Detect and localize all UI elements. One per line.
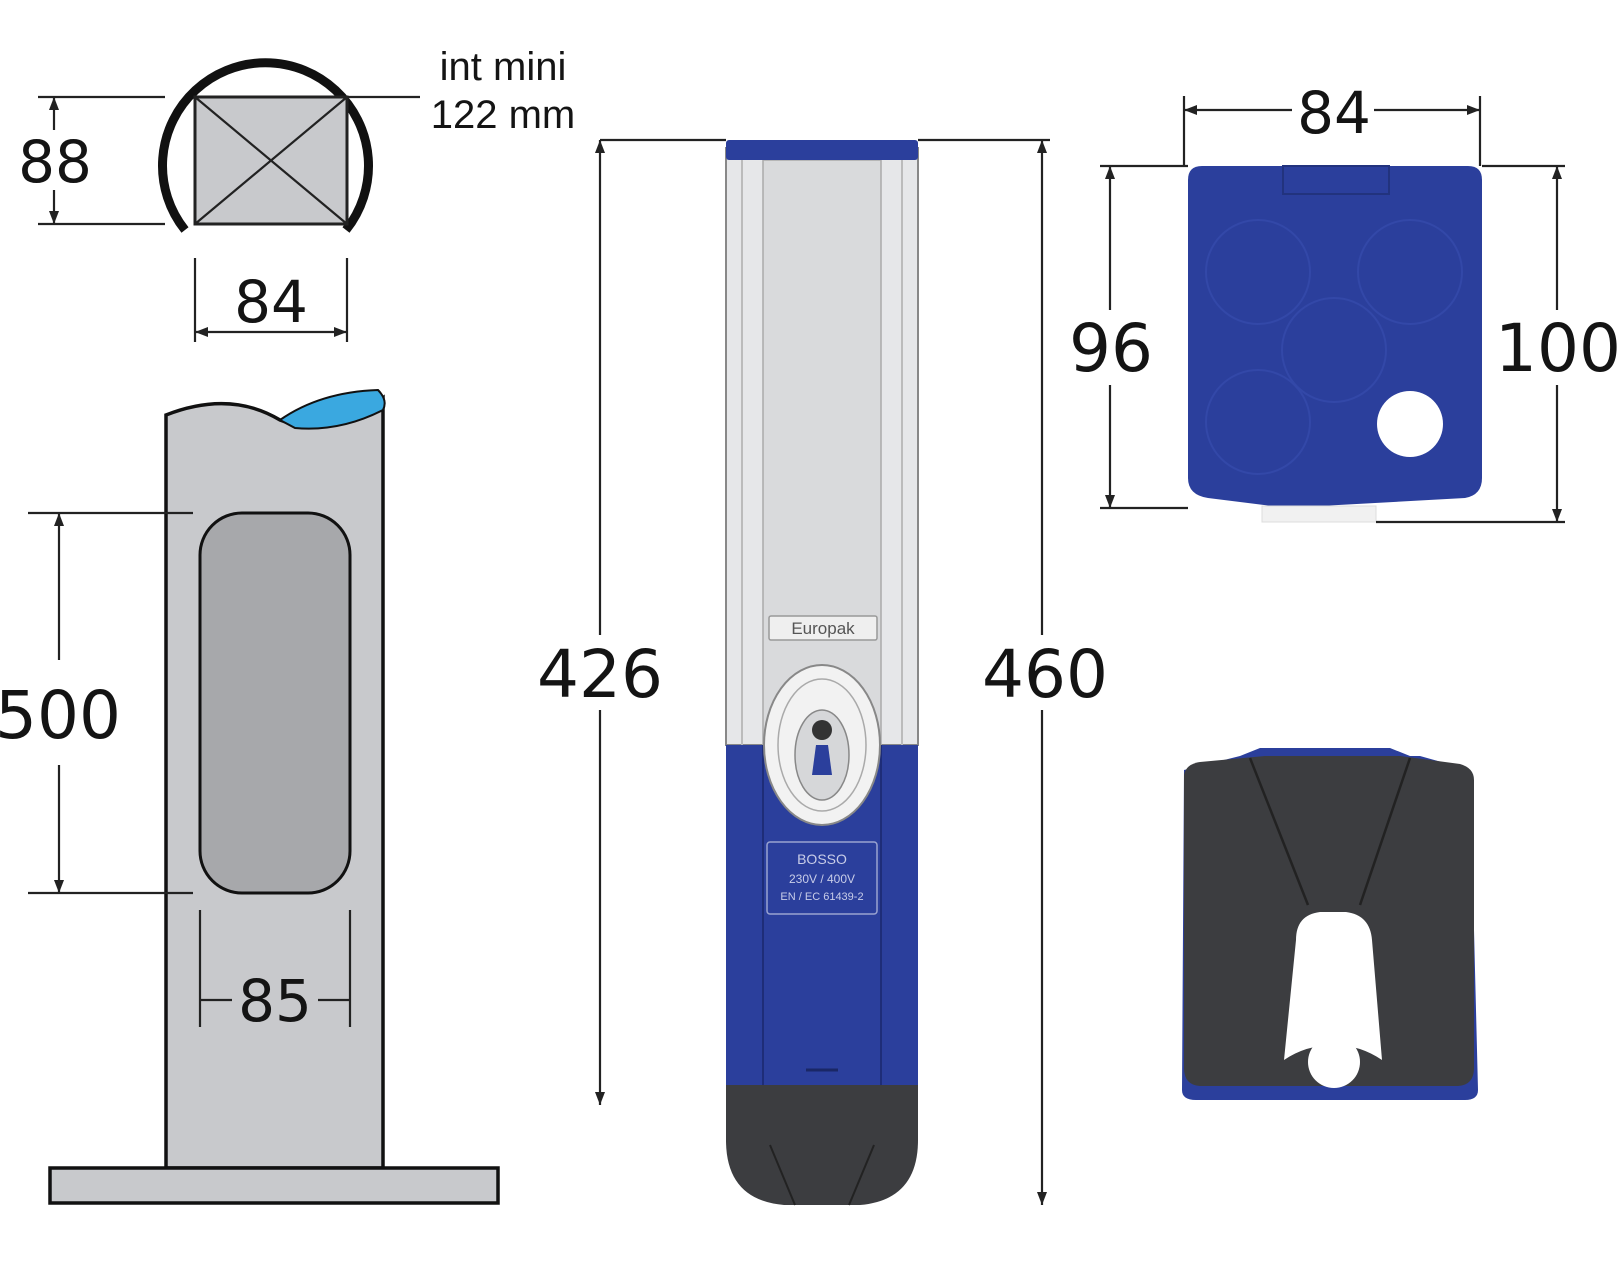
bottom-view-cutout [1284,912,1382,1060]
top-view-lid [1188,166,1482,506]
post-window [198,511,352,895]
cross-section-view: 88 84 int mini 122 mm [18,45,575,342]
section-arc [158,58,373,233]
unit-front-view: Europak BOSSO 230V / 400V EN / EC 61439-… [537,138,1108,1206]
spec-line1: BOSSO [797,851,847,867]
section-note-line2: 122 mm [431,93,576,137]
unit-bottom-view [1182,748,1478,1100]
post-base-plate [48,1166,500,1205]
top-view-hole [1377,391,1443,457]
section-width-label: 84 [234,268,308,336]
unit-spec-plate [766,841,878,915]
section-note-line1: int mini [440,45,567,89]
section-height-label: 88 [18,128,92,196]
window-height-label: 500 [0,677,121,754]
top-view-depth-left-label: 96 [1069,310,1153,387]
unit-body-height-label: 426 [537,636,663,713]
top-view-depth-right-label: 100 [1495,310,1618,387]
window-width-label: 85 [238,967,312,1035]
top-view-width-label: 84 [1297,79,1371,147]
unit-top-cap [726,140,918,160]
spec-line2: 230V / 400V [789,872,855,886]
unit-base [726,1085,918,1205]
unit-total-height-label: 460 [982,636,1108,713]
post-top-cap [278,388,386,430]
keyhole-icon [812,720,832,740]
unit-brand-text: Europak [791,619,855,638]
spec-line3: EN / EC 61439-2 [780,891,863,903]
unit-top-view: 84 96 100 [1069,79,1618,524]
unit-brand-label [768,615,878,641]
post-side-view: 500 85 [0,388,500,1205]
